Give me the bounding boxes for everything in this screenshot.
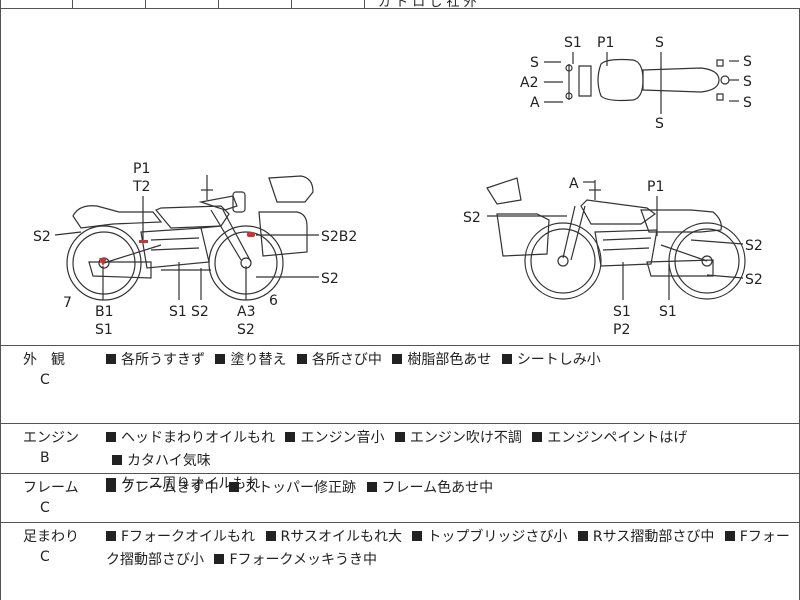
condition-item: エンジン吹け不調 — [389, 430, 522, 446]
bullet-square-icon — [366, 482, 377, 492]
label-left-6: 6 — [269, 293, 278, 309]
condition-item: フレームきず中 — [106, 480, 219, 496]
top-view-labels: S1 P1 S S A2 A S S S S — [520, 35, 752, 132]
condition-item: Fフォークメッキうき中 — [208, 552, 377, 568]
label-left-s2-bottom: S2 — [237, 322, 255, 338]
condition-item: トップブリッジさび小 — [406, 529, 567, 545]
motorcycle-diagram-svg: S1 P1 S S A2 A S S S S P1 T2 S2 S2B2 S2 … — [33, 35, 763, 338]
category-label: 外 観 — [23, 352, 65, 368]
header-row: ガ ト ロ し 社 外 — [0, 0, 800, 10]
right-side-labels: A P1 S2 S2 S2 S1 P2 S1 — [463, 176, 763, 338]
label-right-s2-left: S2 — [463, 210, 481, 226]
bullet-square-icon — [285, 432, 296, 442]
label-left-7: 7 — [63, 295, 72, 311]
label-top-s-lower: S — [655, 116, 664, 132]
condition-item: シートしみ小 — [496, 352, 601, 368]
condition-item: 各所うすきず — [106, 352, 205, 368]
header-text: ガ ト ロ し 社 外 — [378, 0, 477, 10]
bullet-square-icon — [106, 531, 116, 541]
grade-label: B — [40, 450, 50, 466]
category-label: 足まわり — [23, 529, 79, 545]
label-right-s1-mid: S1 — [613, 304, 631, 320]
damage-markers — [99, 232, 255, 266]
left-side-motorcycle — [66, 175, 314, 301]
leader-lines — [54, 52, 744, 300]
bullet-square-icon — [577, 531, 588, 541]
condition-item: カタハイ気味 — [106, 453, 211, 469]
condition-item: Rサスオイルもれ大 — [260, 529, 402, 545]
condition-item: フレーム色あせ中 — [361, 480, 493, 496]
grade-label: C — [40, 500, 50, 516]
label-right-s2-top: S2 — [745, 238, 763, 254]
condition-row-exterior: 外 観 C 各所うすきず 塗り替え 各所さび中 樹脂部色あせ シートしみ小 — [0, 345, 800, 424]
label-top-p1: P1 — [597, 35, 614, 51]
damage-diagram: S1 P1 S S A2 A S S S S P1 T2 S2 S2B2 S2 … — [0, 8, 800, 346]
condition-row-frame: フレーム C フレームきず中 ストッパー修正跡 フレーム色あせ中 — [0, 473, 800, 523]
bullet-square-icon — [215, 354, 226, 364]
bullet-square-icon — [229, 482, 240, 492]
label-left-t2: T2 — [132, 179, 150, 195]
bullet-square-icon — [296, 354, 307, 364]
condition-item: エンジンペイントはげ — [526, 430, 687, 446]
label-right-p1: P1 — [647, 179, 664, 195]
grade-label: C — [40, 549, 50, 565]
condition-item: エンジン音小 — [279, 430, 384, 446]
label-left-s2: S2 — [33, 229, 51, 245]
condition-item: Fフォーク摺動部さび小 — [106, 529, 790, 568]
label-left-a3: A3 — [237, 304, 255, 320]
condition-items: フレームきず中 ストッパー修正跡 フレーム色あせ中 — [106, 477, 791, 500]
bullet-square-icon — [724, 531, 735, 541]
label-left-s2-mid: S2 — [191, 304, 209, 320]
bullet-square-icon — [112, 455, 122, 465]
label-top-s-r2: S — [743, 74, 752, 90]
category-label: フレーム — [23, 480, 79, 496]
label-top-s-r1: S — [743, 54, 752, 70]
label-left-s2b2: S2B2 — [321, 229, 357, 245]
bullet-square-icon — [501, 354, 512, 364]
bullet-square-icon — [265, 531, 276, 541]
condition-item: 各所さび中 — [291, 352, 382, 368]
label-left-s1-bottom: S1 — [95, 322, 113, 338]
right-side-motorcycle — [486, 177, 746, 300]
label-top-a2: A2 — [520, 75, 538, 91]
label-right-p2: P2 — [613, 322, 630, 338]
condition-row-engine: エンジン B ヘッドまわりオイルもれ エンジン音小 エンジン吹け不調 エンジンペ… — [0, 423, 800, 492]
grade-label: C — [40, 372, 50, 388]
condition-item: ストッパー修正跡 — [223, 480, 356, 496]
bullet-square-icon — [392, 354, 403, 364]
bullet-square-icon — [106, 432, 116, 442]
label-right-s1: S1 — [659, 304, 677, 320]
label-top-s1: S1 — [564, 35, 582, 51]
condition-item: Fフォークオイルもれ — [106, 529, 255, 545]
label-left-p1: P1 — [133, 161, 150, 177]
condition-item: ヘッドまわりオイルもれ — [106, 430, 275, 446]
condition-items: 各所うすきず 塗り替え 各所さび中 樹脂部色あせ シートしみ小 — [106, 349, 791, 372]
condition-item: Rサス摺動部さび中 — [572, 529, 714, 545]
label-top-s-upper: S — [655, 35, 664, 51]
label-right-s2-bottom: S2 — [745, 272, 763, 288]
bullet-square-icon — [214, 554, 225, 564]
condition-items: Fフォークオイルもれ Rサスオイルもれ大 トップブリッジさび小 Rサス摺動部さび… — [106, 526, 791, 572]
bullet-square-icon — [106, 482, 116, 492]
bullet-square-icon — [106, 354, 116, 364]
condition-row-suspension: 足まわり C Fフォークオイルもれ Rサスオイルもれ大 トップブリッジさび小 R… — [0, 522, 800, 600]
bullet-square-icon — [532, 432, 543, 442]
label-left-s2-right: S2 — [321, 271, 339, 287]
bullet-square-icon — [412, 531, 423, 541]
top-view-motorcycle — [565, 58, 730, 102]
condition-item: 塗り替え — [209, 352, 286, 368]
label-top-a: A — [530, 95, 540, 111]
label-top-s-left: S — [530, 55, 539, 71]
category-label: エンジン — [23, 430, 79, 446]
label-top-s-r3: S — [743, 95, 752, 111]
label-left-s1-mid: S1 — [169, 304, 187, 320]
label-left-b1: B1 — [95, 304, 114, 320]
label-right-a: A — [569, 176, 579, 192]
bullet-square-icon — [394, 432, 405, 442]
left-side-labels: P1 T2 S2 S2B2 S2 7 6 B1 S1 S1 S2 A3 S2 — [33, 161, 357, 338]
condition-item: 樹脂部色あせ — [386, 352, 491, 368]
